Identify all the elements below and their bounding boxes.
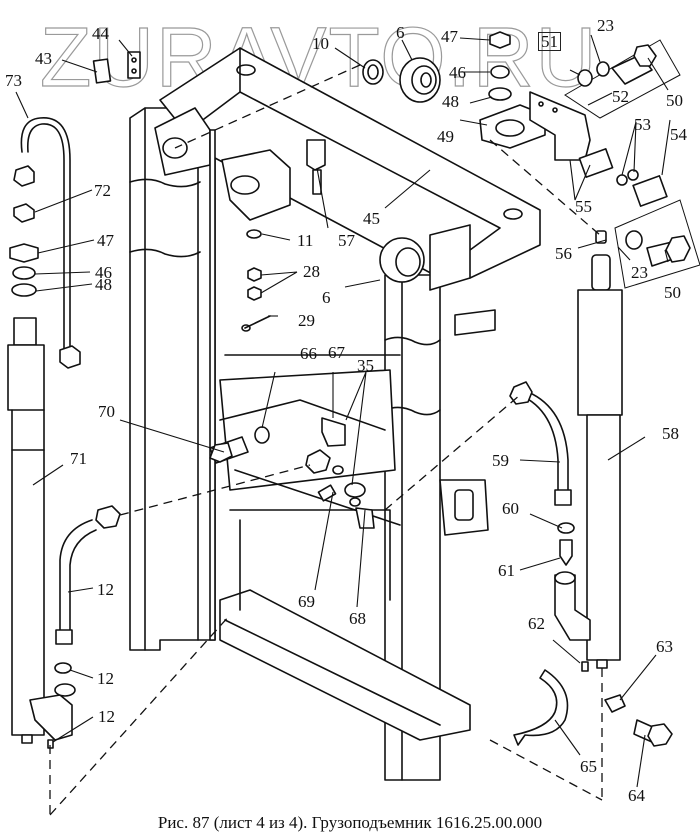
label-52: 52 (612, 87, 629, 106)
label-68: 68 (349, 609, 366, 628)
figure-caption: Рис. 87 (лист 4 из 4). Грузоподъемник 16… (157, 813, 543, 832)
label-48-top: 48 (442, 92, 459, 111)
label-51: 51 (538, 32, 561, 51)
label-47-left: 47 (97, 231, 114, 250)
label-55: 55 (575, 197, 592, 216)
right-cylinder (509, 254, 673, 747)
label-64: 64 (628, 786, 645, 805)
label-62: 62 (528, 614, 545, 633)
label-46-top: 46 (449, 63, 466, 82)
label-67: 67 (328, 343, 345, 362)
label-56: 56 (555, 244, 572, 263)
label-28: 28 (303, 262, 320, 281)
label-11: 11 (297, 231, 314, 250)
label-53: 53 (634, 115, 651, 134)
label-23-top: 23 (597, 16, 614, 35)
label-69: 69 (298, 592, 315, 611)
label-43: 43 (35, 49, 52, 68)
label-60: 60 (502, 499, 519, 518)
label-73: 73 (5, 71, 22, 90)
label-12-pin: 12 (98, 707, 115, 726)
top-parts (92, 31, 700, 289)
label-29: 29 (298, 311, 315, 330)
label-46-left: 46 (95, 263, 112, 282)
label-10: 10 (312, 34, 329, 53)
label-65: 65 (580, 757, 597, 776)
label-72: 72 (94, 181, 111, 200)
label-66: 66 (300, 344, 317, 363)
label-54: 54 (670, 125, 687, 144)
label-12-ring: 12 (97, 669, 114, 688)
label-59: 59 (492, 451, 509, 470)
mid-parts (209, 139, 375, 529)
label-50-right: 50 (664, 283, 681, 302)
label-61: 61 (498, 561, 515, 580)
left-cylinder (7, 117, 121, 749)
leader-lines (15, 34, 671, 788)
label-70: 70 (98, 402, 115, 421)
label-45: 45 (363, 209, 380, 228)
label-47-top: 47 (441, 27, 458, 46)
label-12-hose: 12 (97, 580, 114, 599)
label-23-right: 23 (631, 263, 648, 282)
label-58: 58 (662, 424, 679, 443)
label-63: 63 (656, 637, 673, 656)
label-57: 57 (338, 231, 355, 250)
label-6-mid: 6 (322, 288, 331, 307)
mast-frame (129, 47, 541, 781)
label-49: 49 (437, 127, 454, 146)
label-35: 35 (357, 356, 374, 375)
label-71: 71 (70, 449, 87, 468)
label-48-left: 48 (95, 275, 112, 294)
label-6-top: 6 (396, 23, 405, 42)
label-50-top: 50 (666, 91, 683, 110)
assembly-lines (49, 64, 603, 816)
label-44: 44 (92, 24, 109, 43)
